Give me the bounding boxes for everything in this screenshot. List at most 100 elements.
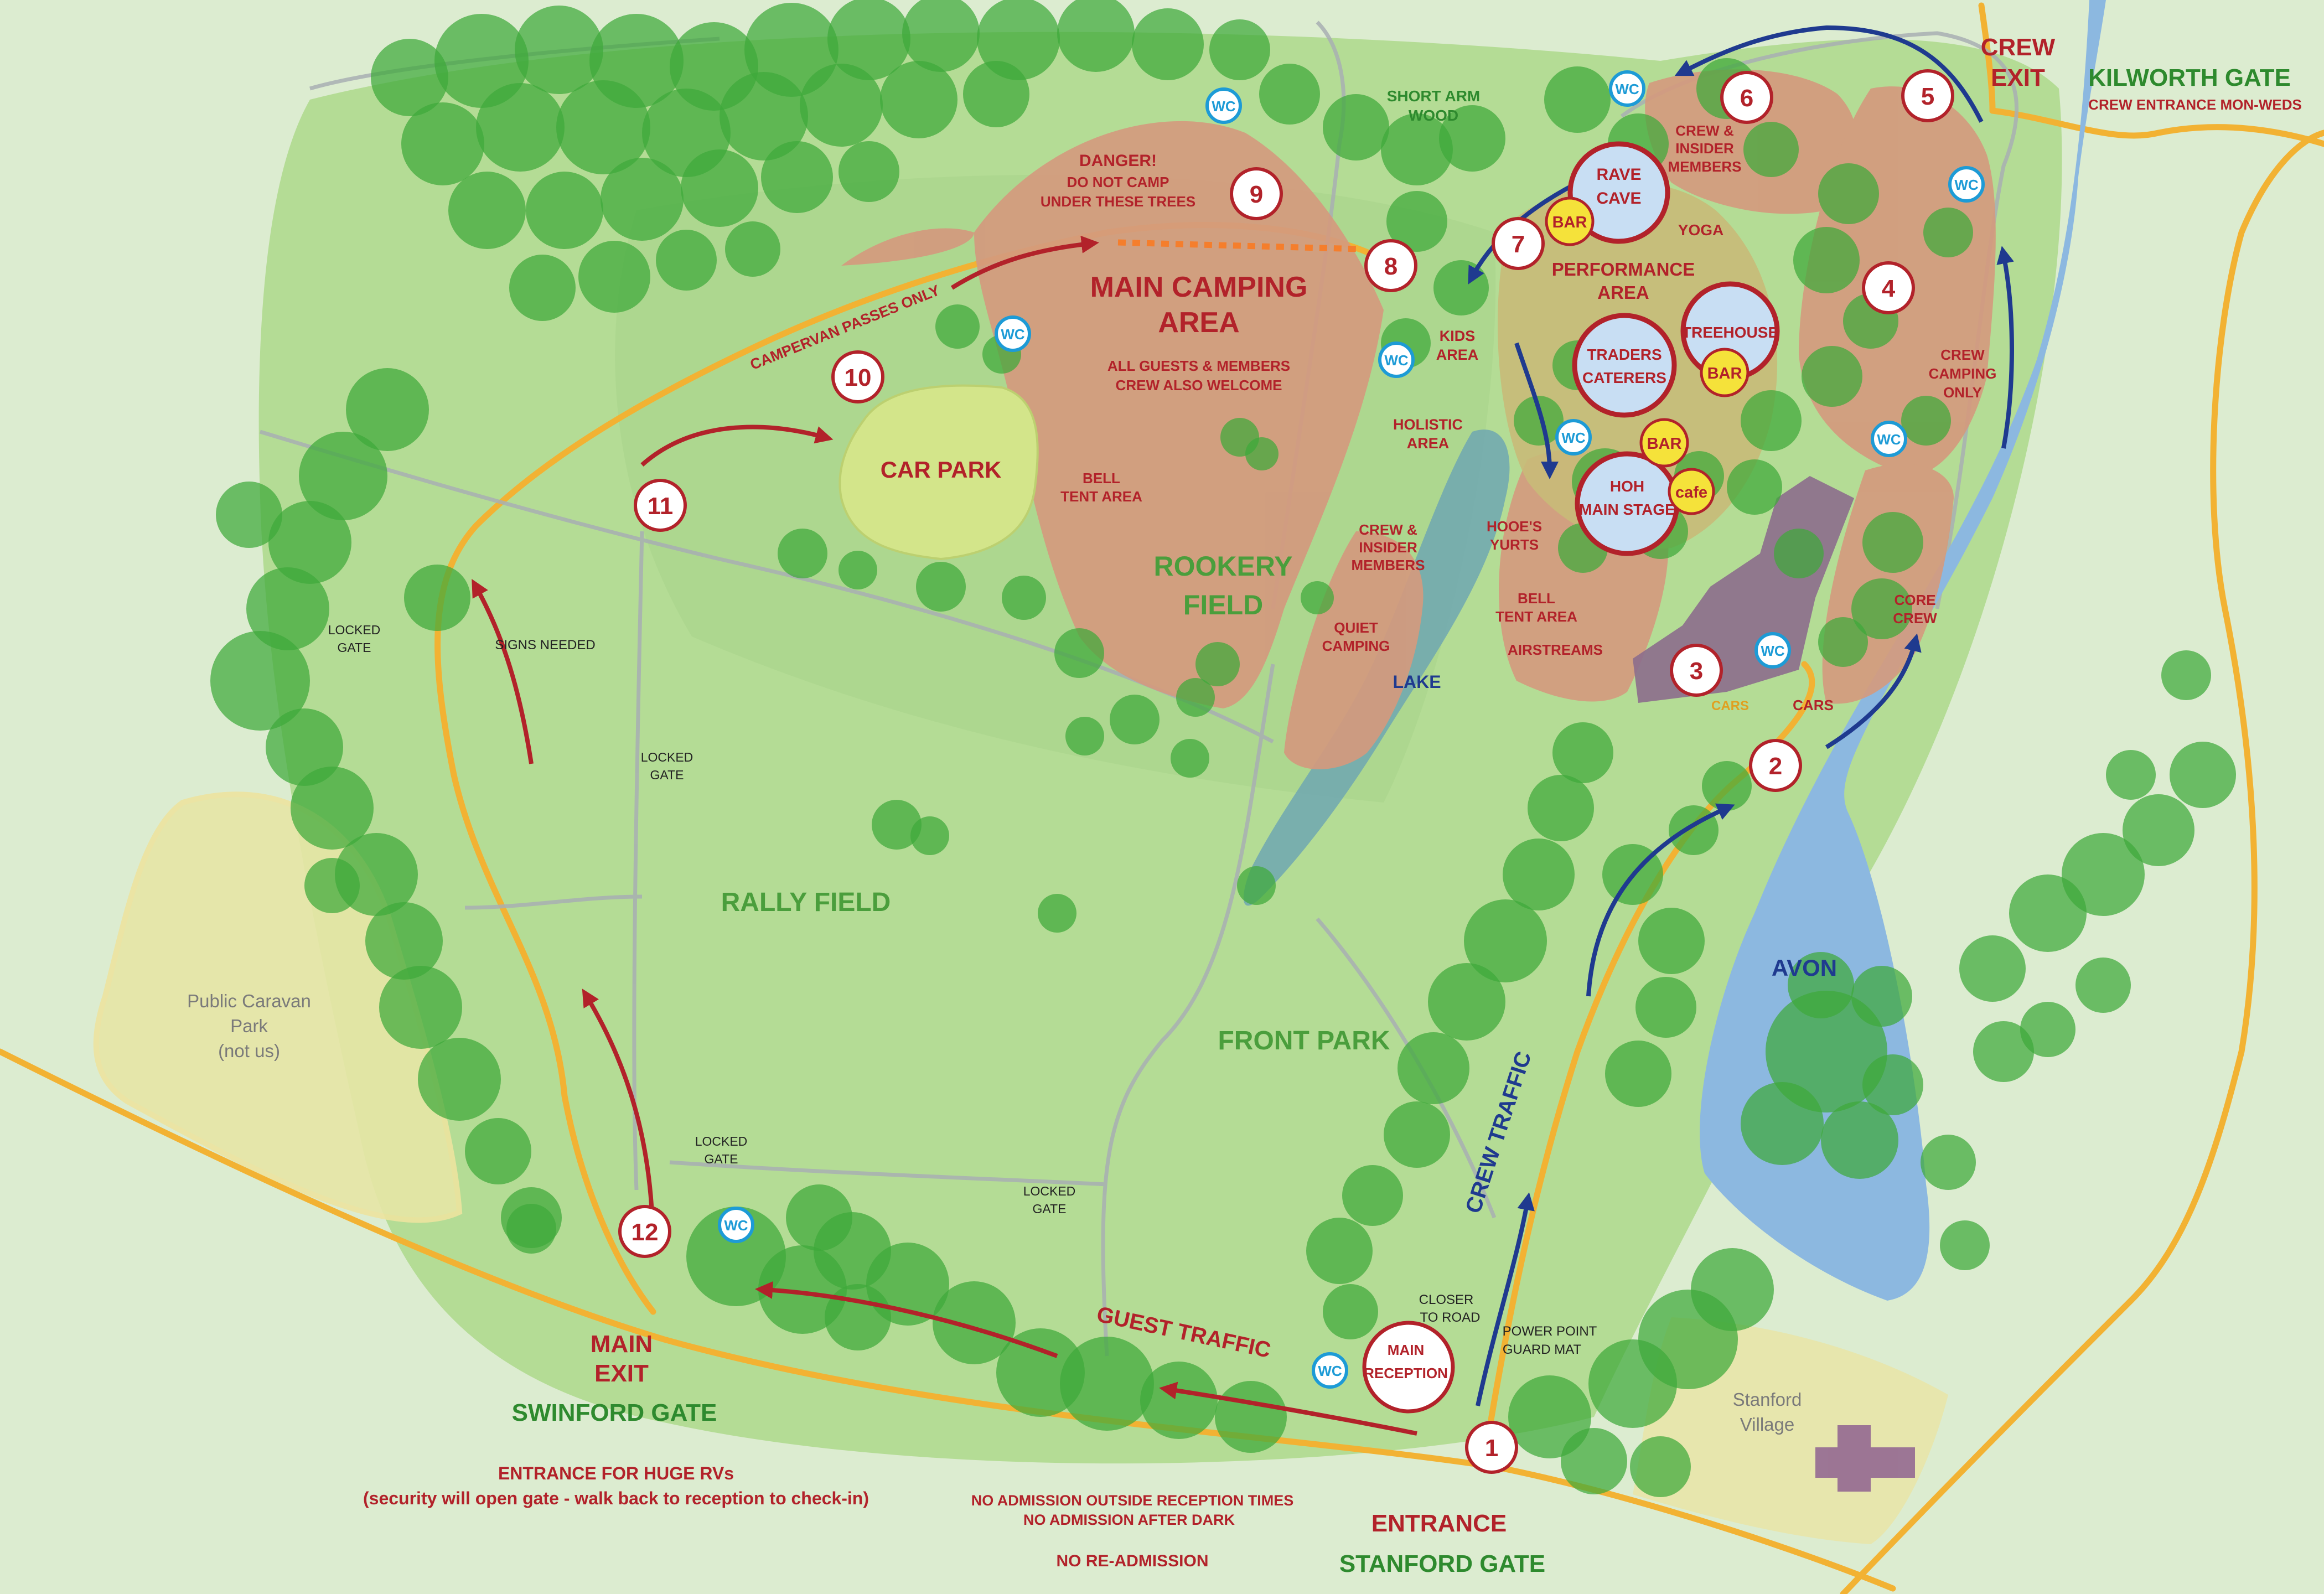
svg-text:WC: WC	[1954, 177, 1979, 193]
marker-label: 8	[1384, 253, 1397, 280]
lake-label: LAKE	[1393, 672, 1441, 692]
swinford-gate-label: SWINFORD GATE	[512, 1399, 717, 1426]
kids-area-label: KIDS	[1440, 328, 1476, 344]
notices: NO ADMISSION OUTSIDE RECEPTION TIMES NO …	[971, 1492, 1294, 1570]
wc-icon: WC	[718, 1207, 754, 1243]
locked-gate-label: LOCKED	[1023, 1184, 1076, 1198]
bar-icon: BAR	[1545, 196, 1595, 246]
blue-arrow-icon	[1996, 246, 2014, 449]
wc-icon: WC	[1871, 421, 1907, 457]
numbered-markers: 1 2 3 4 5 6 7 8 9 10 11 12	[618, 69, 1954, 1474]
bar-label: BAR	[1707, 365, 1742, 382]
stanford-village-label: Stanford	[1733, 1389, 1802, 1410]
numbered-marker-icon	[1670, 644, 1723, 697]
locked-gate-label: LOCKED	[328, 623, 381, 637]
marker-label: 3	[1690, 658, 1703, 685]
quiet-camping-label: QUIET	[1334, 619, 1378, 636]
wc-icons: WC WC WC WC WC WC WC WC WC WC	[718, 70, 1985, 1389]
main-camping-label: AREA	[1158, 307, 1239, 339]
crew-exit-label: EXIT	[1991, 64, 2045, 91]
crew-camping-only-label: CREW	[1940, 346, 1985, 363]
locked-gate-label: GATE	[705, 1152, 738, 1166]
red-arrow-icon	[755, 1281, 1058, 1358]
numbered-marker-icon	[1720, 71, 1773, 124]
blue-arrow-icon	[1586, 803, 1735, 997]
crew-insider-label: INSIDER	[1359, 539, 1417, 556]
wc-icon: WC	[1555, 419, 1592, 456]
stanford-village-label: Village	[1740, 1414, 1794, 1435]
numbered-marker-icon	[618, 1205, 671, 1258]
village-building	[1815, 1425, 1915, 1492]
blue-arrow-icon	[1674, 25, 1984, 123]
crew-insider-label: MEMBERS	[1352, 557, 1425, 573]
front-park-label: FRONT PARK	[1218, 1026, 1390, 1055]
marker-label: 10	[845, 364, 872, 391]
red-arrow-icon	[1159, 1381, 1417, 1436]
power-point-label: GUARD MAT	[1503, 1342, 1582, 1357]
bar-icon: BAR	[1700, 348, 1750, 397]
no-admission-times-notice: NO ADMISSION OUTSIDE RECEPTION TIMES	[971, 1492, 1294, 1509]
public-caravan-label: Park	[230, 1016, 268, 1036]
main-exit-label: EXIT	[594, 1360, 649, 1387]
svg-text:WC: WC	[1384, 352, 1409, 369]
danger-label: DANGER!	[1079, 152, 1157, 170]
numbered-marker-icon	[831, 350, 884, 403]
core-crew-label: CREW	[1893, 610, 1937, 627]
crew-insider-label: CREW &	[1675, 122, 1733, 139]
numbered-marker-icon	[1492, 217, 1545, 270]
treehouse-label: TREEHOUSE	[1682, 324, 1778, 341]
wc-icon: WC	[1378, 341, 1415, 378]
svg-text:WC: WC	[1561, 429, 1586, 446]
bar-icon: BAR	[1639, 418, 1689, 468]
kids-area-label: AREA	[1436, 346, 1479, 363]
numbered-marker-icon	[634, 479, 687, 532]
crew-insider-label: CREW &	[1359, 521, 1417, 538]
svg-text:WC: WC	[1615, 81, 1639, 97]
bell-tent-area-label: TENT AREA	[1495, 608, 1577, 625]
huge-rvs-sublabel: (security will open gate - walk back to …	[363, 1488, 869, 1508]
all-guests-label: CREW ALSO WELCOME	[1116, 377, 1282, 394]
main-reception-label: MAIN	[1388, 1342, 1424, 1358]
power-point-label: POWER POINT	[1503, 1324, 1597, 1339]
marker-label: 2	[1769, 753, 1782, 780]
yoga-label: YOGA	[1678, 221, 1723, 239]
numbered-marker-icon	[1749, 739, 1802, 792]
closer-to-road-label: CLOSER	[1419, 1292, 1474, 1307]
holistic-area-label: HOLISTIC	[1393, 416, 1463, 433]
rookery-field-label: FIELD	[1183, 589, 1263, 620]
crew-camping-only-label: CAMPING	[1929, 365, 1997, 382]
performance-area-label: AREA	[1597, 282, 1649, 303]
traders-venue	[1572, 313, 1677, 418]
hoh-main-stage-label: MAIN STAGE	[1579, 501, 1675, 518]
wc-icon: WC	[995, 315, 1031, 352]
marker-label: 5	[1921, 83, 1934, 110]
public-caravan-label: (not us)	[218, 1041, 280, 1061]
wc-icon: WC	[1205, 87, 1242, 124]
marker-label: 9	[1250, 181, 1263, 208]
stanford-gate-label: STANFORD GATE	[1339, 1550, 1545, 1577]
kilworth-gate-sublabel: CREW ENTRANCE MON-WEDS	[2088, 96, 2302, 113]
wc-icon: WC	[1948, 166, 1985, 203]
hoh-main-stage-label: HOH	[1610, 478, 1644, 495]
closer-to-road-label: TO ROAD	[1420, 1310, 1481, 1325]
danger-label: UNDER THESE TREES	[1041, 193, 1195, 210]
numbered-marker-icon	[1364, 239, 1417, 292]
cafe-label: cafe	[1675, 484, 1707, 501]
numbered-marker-icon	[1862, 261, 1915, 314]
svg-text:WC: WC	[1761, 643, 1785, 659]
danger-label: DO NOT CAMP	[1067, 174, 1169, 190]
locked-gate-label: LOCKED	[695, 1134, 748, 1148]
bars: BAR BAR BAR cafe	[1545, 196, 1750, 515]
traders-label: TRADERS	[1587, 346, 1662, 363]
svg-text:WC: WC	[1318, 1363, 1342, 1379]
locked-gate-label: LOCKED	[641, 750, 693, 764]
short-arm-wood-label: WOOD	[1409, 107, 1458, 124]
gate-labels: LOCKED GATE LOCKED GATE LOCKED GATE LOCK…	[328, 34, 2302, 1577]
rookery-field-label: ROOKERY	[1154, 551, 1293, 582]
quiet-camping-label: CAMPING	[1322, 638, 1390, 654]
main-reception-label: RECEPTION	[1364, 1365, 1448, 1381]
marker-label: 12	[632, 1219, 659, 1246]
venues: RAVE CAVE TREEHOUSE TRADERS CATERERS HOH…	[1362, 141, 1780, 1414]
bar-label: BAR	[1647, 435, 1682, 453]
